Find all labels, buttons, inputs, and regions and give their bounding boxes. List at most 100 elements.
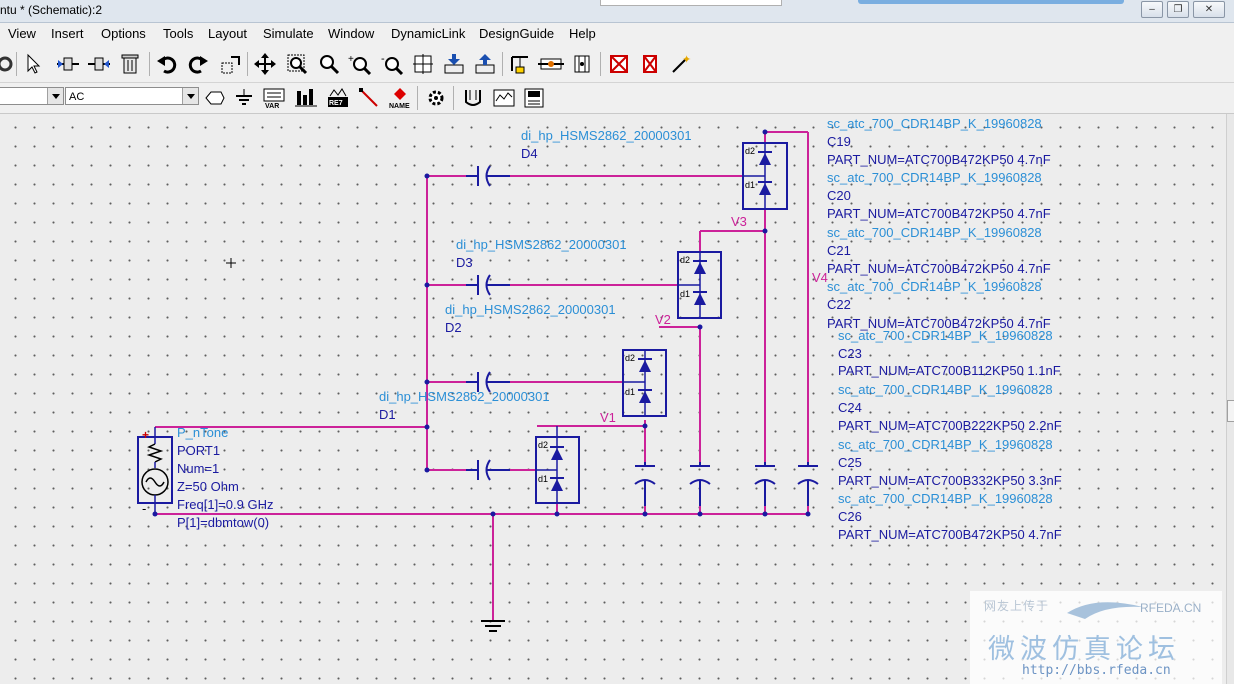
diode-ref-d4: D4	[521, 146, 538, 161]
menu-designguide[interactable]: DesignGuide	[479, 26, 555, 41]
chevron-down-icon[interactable]	[182, 88, 198, 104]
view-all-icon[interactable]	[410, 51, 436, 77]
watermark-brand: RFEDA.CN	[1140, 601, 1202, 615]
menu-tools[interactable]: Tools	[163, 26, 194, 41]
plus-sign: +	[142, 428, 149, 442]
shunt-capacitor-v4[interactable]	[797, 462, 819, 506]
insert-pin-icon[interactable]	[55, 51, 81, 77]
insert-bus-icon[interactable]	[538, 51, 564, 77]
cap-model: sc_atc_700_CDR14BP_K_19960828	[827, 116, 1042, 131]
cap-ref: C22	[827, 297, 851, 312]
component-palette-combo[interactable]: AC	[65, 87, 199, 105]
var-eqn-icon[interactable]: VAR	[261, 85, 287, 111]
gear-partial-icon[interactable]	[0, 51, 18, 77]
undo-icon[interactable]	[154, 51, 180, 77]
cap-ref: C25	[838, 455, 862, 470]
simulate-gear-icon[interactable]	[423, 85, 449, 111]
toolbar-separator	[453, 86, 454, 110]
select-arrow-icon[interactable]	[20, 51, 46, 77]
menu-dynamiclink[interactable]: DynamicLink	[391, 26, 466, 41]
diode-labels: di_hp_HSMS2862_20000301 D4 di_hp_HSMS286…	[379, 128, 692, 422]
svg-text:NAME: NAME	[389, 103, 410, 110]
zoom-in-icon[interactable]	[316, 51, 342, 77]
insert-ground-icon[interactable]	[507, 51, 533, 77]
measurement-icon[interactable]: RE7	[325, 85, 351, 111]
zoom-area-icon[interactable]	[284, 51, 310, 77]
port-line: PORT1	[177, 443, 220, 458]
cap-ref: C19	[827, 134, 851, 149]
cap-part: PART_NUM=ATC700B472KP50 4.7nF	[827, 152, 1051, 167]
port-source-symbol[interactable]: + -	[137, 427, 173, 516]
cap-part: PART_NUM=ATC700B222KP50 2.2nF	[838, 418, 1062, 433]
deactivate-icon[interactable]	[606, 51, 632, 77]
ground-icon[interactable]	[481, 620, 505, 632]
toolbar-separator	[502, 52, 503, 76]
series-capacitor-row2[interactable]	[466, 274, 510, 296]
zoom-out-icon[interactable]: -	[379, 51, 405, 77]
window-title: ntu * (Schematic):2	[0, 3, 103, 17]
menu-layout[interactable]: Layout	[208, 26, 248, 41]
library-combo[interactable]	[0, 87, 64, 105]
cap-model: sc_atc_700_CDR14BP_K_19960828	[827, 170, 1042, 185]
magic-wand-icon[interactable]: ✦	[668, 51, 694, 77]
diode-ref-d1: D1	[379, 407, 396, 422]
push-into-icon[interactable]	[441, 51, 467, 77]
pin-label: d2	[680, 255, 690, 265]
move-icon[interactable]	[252, 51, 278, 77]
ground-icon[interactable]	[231, 85, 257, 111]
delete-trash-icon[interactable]	[117, 51, 143, 77]
insert-wire-icon[interactable]	[86, 51, 112, 77]
name-label-icon[interactable]: NAME	[387, 85, 413, 111]
forum-watermark: 网友上传于 RFEDA.CN 微波仿真论坛 http://bbs.rfeda.c…	[970, 591, 1222, 684]
port-shape-icon[interactable]	[201, 85, 227, 111]
rotate-icon[interactable]	[217, 51, 243, 77]
background-window-edge-blue	[858, 0, 1124, 4]
menu-window[interactable]: Window	[328, 26, 375, 41]
menu-view[interactable]: View	[8, 26, 36, 41]
insert-port-icon[interactable]	[569, 51, 595, 77]
pop-out-icon[interactable]	[472, 51, 498, 77]
diode-block-d2[interactable]: d2 d1	[622, 349, 667, 417]
data-display-icon[interactable]	[522, 85, 548, 111]
pin-label: d1	[538, 474, 548, 484]
close-button[interactable]: ✕	[1193, 1, 1225, 18]
chevron-down-icon[interactable]	[47, 88, 63, 104]
menu-insert[interactable]: Insert	[51, 26, 84, 41]
short-component-icon[interactable]	[637, 51, 663, 77]
diode-block-d1[interactable]: d2 d1	[535, 426, 580, 504]
zoom-in-plus-icon[interactable]: +	[347, 51, 373, 77]
scrollbar-thumb[interactable]	[1227, 400, 1234, 422]
series-capacitor-row3[interactable]	[466, 371, 510, 393]
vertical-scrollbar[interactable]	[1226, 114, 1234, 684]
toolbar-separator	[600, 52, 601, 76]
plot-window-icon[interactable]	[491, 85, 517, 111]
shunt-capacitor-v3[interactable]	[754, 462, 776, 506]
tuning-icon[interactable]	[460, 85, 486, 111]
redo-icon[interactable]	[185, 51, 211, 77]
node-label-v3: V3	[731, 214, 747, 229]
series-capacitor-row1[interactable]	[466, 165, 510, 187]
cap-ref: C20	[827, 188, 851, 203]
toolbar-separator	[16, 52, 17, 76]
toolbar-separator	[417, 86, 418, 110]
series-capacitor-row4[interactable]	[466, 459, 510, 481]
pin-label: d2	[538, 440, 548, 450]
menu-simulate[interactable]: Simulate	[263, 26, 314, 41]
pin-label: d1	[745, 180, 755, 190]
port-line: Freq[1]=0.9 GHz	[177, 497, 273, 512]
display-template-icon[interactable]	[293, 85, 319, 111]
schematic-canvas[interactable]: d2 d1 d2 d1 d2 d1 d2 d1	[0, 114, 1226, 684]
restore-button[interactable]: ❐	[1167, 1, 1189, 18]
shunt-capacitor-v1[interactable]	[634, 462, 656, 506]
wire-line-icon[interactable]	[356, 85, 382, 111]
cap-ref: C21	[827, 243, 851, 258]
shunt-capacitor-v2[interactable]	[689, 462, 711, 506]
menu-help[interactable]: Help	[569, 26, 596, 41]
cap-model: sc_atc_700_CDR14BP_K_19960828	[838, 437, 1053, 452]
minimize-button[interactable]: –	[1141, 1, 1163, 18]
menu-options[interactable]: Options	[101, 26, 146, 41]
diode-ref-d2: D2	[445, 320, 462, 335]
diode-block-d4[interactable]: d2 d1	[742, 142, 788, 210]
crosshair-cursor-icon	[226, 258, 236, 268]
diode-block-d3[interactable]: d2 d1	[677, 251, 722, 319]
